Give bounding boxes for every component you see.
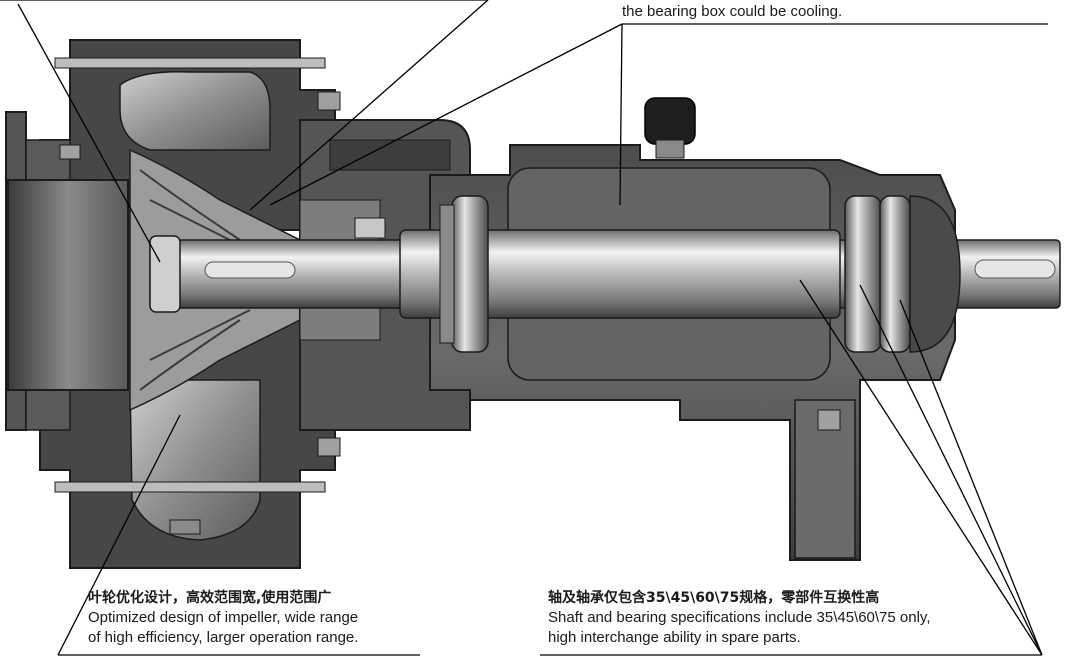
cooling-callout: the bearing box could be cooling.: [622, 2, 842, 22]
impeller-callout-zh: 叶轮优化设计，高效范围宽,使用范围广: [88, 590, 332, 606]
shaft-callout-zh: 轴及轴承仅包含35\45\60\75规格，零部件互换性高: [548, 590, 880, 606]
shaft-callout-en-2: high interchange ability in spare parts.: [548, 629, 801, 646]
impeller-callout-en-1: Optimized design of impeller, wide range: [88, 609, 359, 626]
bearing-rear: [844, 195, 961, 353]
shaft: [149, 229, 1061, 319]
leader-lines: [0, 0, 1048, 656]
shaft-callout-en-1: Shaft and bearing specifications include…: [548, 609, 931, 626]
impeller-callout-en-2: of high efficiency, larger operation ran…: [88, 629, 359, 646]
cooling-callout-text: the bearing box could be cooling.: [622, 3, 843, 20]
pump-casing: [5, 39, 341, 569]
impeller-callout: 叶轮优化设计，高效范围宽,使用范围广 Optimized design of i…: [88, 588, 358, 648]
bearing-front: [439, 195, 489, 353]
shaft-callout: 轴及轴承仅包含35\45\60\75规格，零部件互换性高 Shaft and b…: [548, 588, 931, 648]
